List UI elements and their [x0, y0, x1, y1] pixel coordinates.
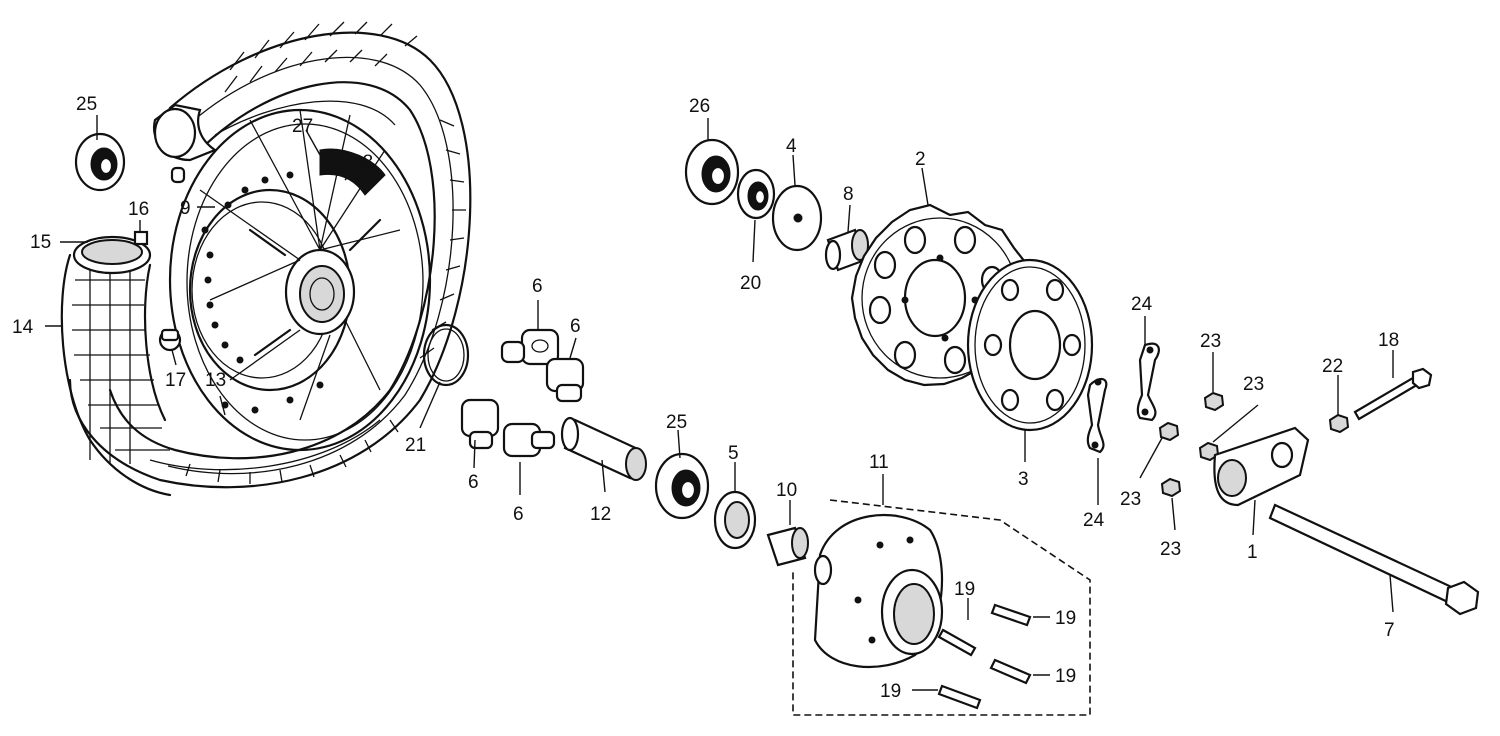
- lock-tabs: [1086, 342, 1160, 454]
- spacer-collar: [766, 526, 809, 567]
- callout-19d: 19: [880, 681, 901, 702]
- callout-6a: 6: [532, 276, 543, 297]
- hub-group-box: [792, 499, 1091, 716]
- callout-6b: 6: [570, 316, 581, 337]
- callout-19a: 19: [954, 579, 975, 600]
- axle: [1268, 503, 1480, 616]
- callout-12: 12: [590, 504, 611, 525]
- callout-13: 13: [205, 370, 226, 391]
- callout-23a: 23: [1200, 331, 1221, 352]
- damper-rubbers: [460, 328, 585, 458]
- callout-4: 4: [786, 136, 797, 157]
- callout-6d: 6: [513, 504, 524, 525]
- callout-15: 15: [30, 232, 51, 253]
- chain-adjuster: [1213, 426, 1310, 507]
- callout-8: 8: [843, 184, 854, 205]
- callout-28: 28: [352, 152, 373, 173]
- sprocket-hub: [813, 513, 944, 669]
- callout-26: 26: [689, 96, 710, 117]
- callout-22: 22: [1322, 356, 1343, 377]
- callout-7: 7: [1384, 620, 1395, 641]
- studs: [937, 603, 1032, 710]
- callout-1: 1: [1247, 542, 1258, 563]
- callout-2: 2: [915, 149, 926, 170]
- bearing-top-left: [74, 132, 126, 192]
- tire-section: [60, 230, 172, 497]
- callout-3: 3: [1018, 469, 1029, 490]
- callout-18: 18: [1378, 330, 1399, 351]
- collar-8: [824, 228, 869, 272]
- callout-24b: 24: [1083, 510, 1105, 531]
- collar: [560, 416, 647, 481]
- o-ring: [422, 323, 470, 387]
- nuts: [1158, 391, 1350, 498]
- callout-21: 21: [405, 435, 426, 456]
- callout-6c: 6: [468, 472, 479, 493]
- callout-19c: 19: [1055, 666, 1076, 687]
- bolt-18: [1353, 367, 1433, 421]
- callout-23c: 23: [1120, 489, 1141, 510]
- callout-16: 16: [128, 199, 149, 220]
- callout-25b: 25: [666, 412, 687, 433]
- callout-23d: 23: [1160, 539, 1181, 560]
- callout-9: 9: [180, 198, 191, 219]
- callout-27: 27: [292, 116, 313, 137]
- callout-5: 5: [728, 443, 739, 464]
- oil-seal: [713, 490, 757, 550]
- seal-20: [736, 168, 776, 220]
- washer-4: [771, 184, 823, 252]
- callout-14: 14: [12, 317, 34, 338]
- valve-part: [158, 328, 182, 352]
- callout-19b: 19: [1055, 608, 1076, 629]
- callout-17: 17: [165, 370, 186, 391]
- wheel-hub: [168, 108, 432, 452]
- callout-20: 20: [740, 273, 761, 294]
- callout-23b: 23: [1243, 374, 1264, 395]
- callout-labels: 25 16 15 14 9 27 28 17 13 21 6 6 6 6 12 …: [12, 94, 1399, 702]
- callout-10: 10: [776, 480, 797, 501]
- bearing-26: [684, 138, 740, 206]
- leader-lines: [45, 115, 1394, 691]
- bearing-middle: [654, 452, 710, 520]
- sprocket-plate: [966, 258, 1094, 432]
- callout-25a: 25: [76, 94, 97, 115]
- callout-11: 11: [869, 452, 889, 473]
- callout-24a: 24: [1131, 294, 1153, 315]
